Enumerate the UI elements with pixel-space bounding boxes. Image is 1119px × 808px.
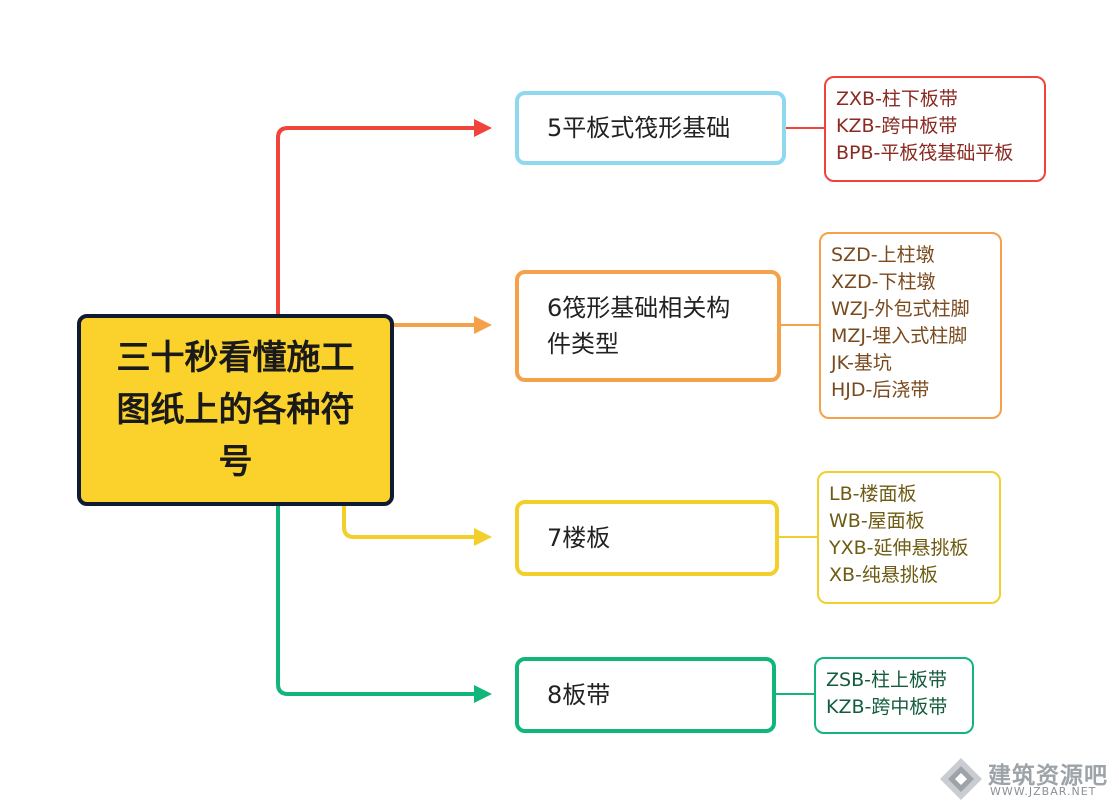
leaf-item: HJD-后浇带 xyxy=(831,379,930,401)
branch-label: 5平板式筏形基础 xyxy=(547,114,731,142)
leaf-item: KZB-跨中板带 xyxy=(826,696,948,718)
leaf-item: XZD-下柱墩 xyxy=(831,271,936,293)
arrow-branch-7 xyxy=(474,528,492,546)
watermark-logo-icon xyxy=(940,758,982,800)
leaf-item: MZJ-埋入式柱脚 xyxy=(831,325,968,347)
connector-branch-7 xyxy=(342,506,478,539)
branch-label: 7楼板 xyxy=(547,524,611,552)
arrow-branch-5 xyxy=(474,119,492,137)
leaf-item: WZJ-外包式柱脚 xyxy=(831,298,970,320)
watermark: 建筑资源吧 WWW.JZBAR.NET xyxy=(938,754,1118,804)
arrow-branch-6 xyxy=(474,316,492,334)
connector-branch-5 xyxy=(276,126,478,314)
leaf-item: JK-基坑 xyxy=(831,352,892,374)
root-title: 三十秒看懂施工图纸上的各种符号 xyxy=(116,338,355,482)
leaf-box-6[interactable]: SZD-上柱墩 XZD-下柱墩 WZJ-外包式柱脚 MZJ-埋入式柱脚 JK-基… xyxy=(819,232,1002,419)
watermark-url: WWW.JZBAR.NET xyxy=(990,785,1097,798)
leaf-item: BPB-平板筏基础平板 xyxy=(836,142,1014,164)
branch-node-8[interactable]: 8板带 xyxy=(515,657,776,733)
branch-label: 6筏形基础相关构件类型 xyxy=(547,294,731,358)
leaf-item: LB-楼面板 xyxy=(829,483,917,505)
leaf-item: SZD-上柱墩 xyxy=(831,244,935,266)
leaf-box-7[interactable]: LB-楼面板 WB-屋面板 YXB-延伸悬挑板 XB-纯悬挑板 xyxy=(817,471,1001,604)
leaf-item: XB-纯悬挑板 xyxy=(829,564,938,586)
leaf-box-5[interactable]: ZXB-柱下板带 KZB-跨中板带 BPB-平板筏基础平板 xyxy=(824,76,1046,182)
leaf-item: KZB-跨中板带 xyxy=(836,115,958,137)
branch-node-6[interactable]: 6筏形基础相关构件类型 xyxy=(515,270,781,382)
branch-node-7[interactable]: 7楼板 xyxy=(515,500,779,576)
root-topic[interactable]: 三十秒看懂施工图纸上的各种符号 xyxy=(77,314,394,506)
leaf-box-8[interactable]: ZSB-柱上板带 KZB-跨中板带 xyxy=(814,657,974,734)
watermark-name: 建筑资源吧 xyxy=(988,763,1108,789)
leaf-item: ZSB-柱上板带 xyxy=(826,669,947,691)
leaf-item: YXB-延伸悬挑板 xyxy=(829,537,969,559)
branch-label: 8板带 xyxy=(547,681,611,709)
connector-branch-8 xyxy=(276,506,478,696)
leaf-item: WB-屋面板 xyxy=(829,510,925,532)
arrow-branch-8 xyxy=(474,685,492,703)
leaf-item: ZXB-柱下板带 xyxy=(836,88,958,110)
branch-node-5[interactable]: 5平板式筏形基础 xyxy=(515,91,786,165)
